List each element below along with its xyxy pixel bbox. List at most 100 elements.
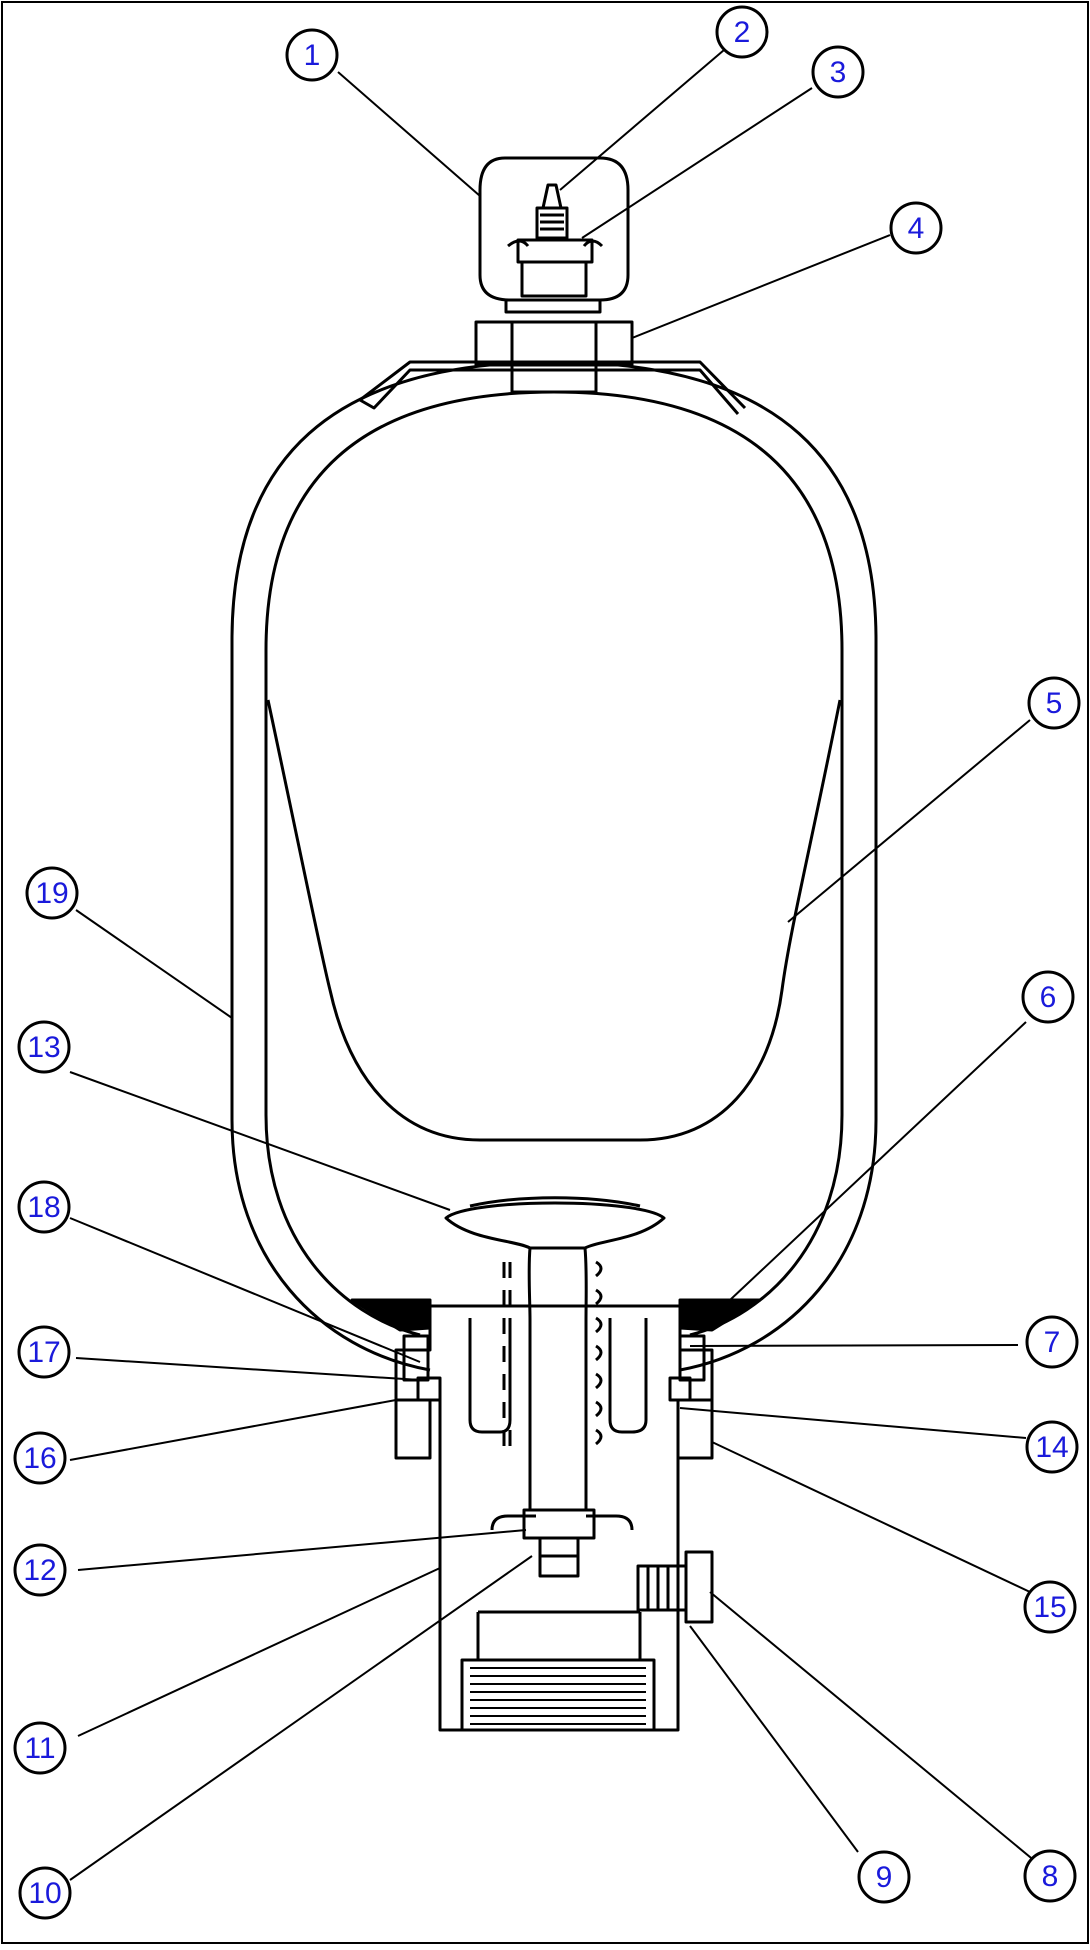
callout-10: 10 xyxy=(18,1866,72,1920)
spring-right xyxy=(595,1260,603,1446)
callout-circle xyxy=(1023,1849,1077,1903)
shell-outer xyxy=(230,360,878,1372)
callout-3: 3 xyxy=(811,45,865,99)
callout-15: 15 xyxy=(1023,1580,1077,1634)
callout-circle xyxy=(285,28,339,82)
callout-circle xyxy=(1023,1580,1077,1634)
leader-18 xyxy=(69,1217,421,1363)
callout-label: 15 xyxy=(1033,1591,1066,1624)
right-seal-block xyxy=(676,1334,714,1460)
callout-circle xyxy=(811,45,865,99)
valve-stem xyxy=(520,262,588,298)
callout-label: 17 xyxy=(27,1336,60,1369)
callout-circle xyxy=(857,1850,911,1904)
callout-circle xyxy=(1027,676,1081,730)
callout-circle xyxy=(25,866,79,920)
callout-circle xyxy=(17,1325,71,1379)
shell-inner xyxy=(264,390,844,1337)
leader-7 xyxy=(689,1344,1019,1347)
leader-4 xyxy=(631,234,891,339)
callout-circle xyxy=(13,1543,67,1597)
callout-circle xyxy=(17,1180,71,1234)
leader-14 xyxy=(679,1407,1027,1439)
callout-circle xyxy=(18,1866,72,1920)
valve-cap xyxy=(478,156,630,302)
valve-body xyxy=(394,1304,714,1732)
callout-label: 12 xyxy=(23,1554,56,1587)
poppet-stem xyxy=(527,1247,588,1510)
leader-19 xyxy=(75,909,233,1019)
accumulator-drawing xyxy=(230,156,878,1732)
leader-lines xyxy=(69,49,1037,1881)
callout-circle xyxy=(1021,970,1075,1024)
seal-ring-left xyxy=(350,1298,432,1332)
callout-label: 11 xyxy=(24,1732,55,1765)
callout-label: 2 xyxy=(734,16,751,49)
callout-label: 1 xyxy=(304,39,321,72)
callout-label: 4 xyxy=(908,212,925,245)
leader-9 xyxy=(689,1625,859,1853)
seal-ring-right xyxy=(678,1298,762,1332)
callout-circle xyxy=(17,1020,71,1074)
callout-2: 2 xyxy=(715,5,769,59)
bladder xyxy=(266,699,842,1142)
bleed-plug xyxy=(636,1550,714,1624)
leader-6 xyxy=(729,1021,1027,1301)
leader-1 xyxy=(337,71,481,197)
callout-19: 19 xyxy=(25,866,79,920)
callout-label: 19 xyxy=(35,877,68,910)
callout-7: 7 xyxy=(1025,1315,1079,1369)
callout-label: 18 xyxy=(27,1191,60,1224)
leader-16 xyxy=(69,1399,397,1461)
leader-17 xyxy=(75,1357,421,1381)
callout-8: 8 xyxy=(1023,1849,1077,1903)
callout-circle xyxy=(13,1721,67,1775)
callout-label: 10 xyxy=(28,1877,61,1910)
callout-label: 13 xyxy=(27,1031,60,1064)
leader-5 xyxy=(787,719,1031,923)
leader-3 xyxy=(581,87,813,239)
callout-17: 17 xyxy=(17,1325,71,1379)
callout-label: 3 xyxy=(830,56,847,89)
body-cavity xyxy=(468,1318,648,1434)
callout-label: 8 xyxy=(1042,1860,1059,1893)
callout-circle xyxy=(715,5,769,59)
leader-15 xyxy=(711,1441,1031,1593)
callout-12: 12 xyxy=(13,1543,67,1597)
lock-nut xyxy=(474,320,634,367)
threaded-port xyxy=(460,1658,656,1732)
poppet-top xyxy=(469,1196,641,1208)
leader-13 xyxy=(69,1071,451,1211)
callout-circle xyxy=(1025,1420,1079,1474)
callout-5: 5 xyxy=(1027,676,1081,730)
callout-11: 11 xyxy=(13,1721,67,1775)
valve-gland xyxy=(504,298,602,314)
callout-9: 9 xyxy=(857,1850,911,1904)
callout-label: 6 xyxy=(1040,981,1057,1014)
valve-nut xyxy=(507,238,604,264)
leader-12 xyxy=(77,1529,527,1571)
callout-circle xyxy=(1025,1315,1079,1369)
leader-10 xyxy=(69,1555,533,1881)
callout-label: 16 xyxy=(23,1442,56,1475)
leader-2 xyxy=(559,49,725,191)
callout-label: 5 xyxy=(1046,687,1063,720)
callout-circle xyxy=(889,201,943,255)
callout-18: 18 xyxy=(17,1180,71,1234)
callout-16: 16 xyxy=(13,1431,67,1485)
body-step xyxy=(476,1610,642,1660)
left-seal-ring xyxy=(416,1376,442,1402)
callout-13: 13 xyxy=(17,1020,71,1074)
callout-label: 7 xyxy=(1044,1326,1061,1359)
top-ring xyxy=(359,360,747,415)
poppet-head xyxy=(444,1201,666,1250)
callout-14: 14 xyxy=(1025,1420,1079,1474)
thread-lines xyxy=(470,1667,646,1725)
stem-nut xyxy=(522,1508,596,1578)
leader-8 xyxy=(709,1591,1037,1863)
callout-circle xyxy=(13,1431,67,1485)
callout-1: 1 xyxy=(285,28,339,82)
